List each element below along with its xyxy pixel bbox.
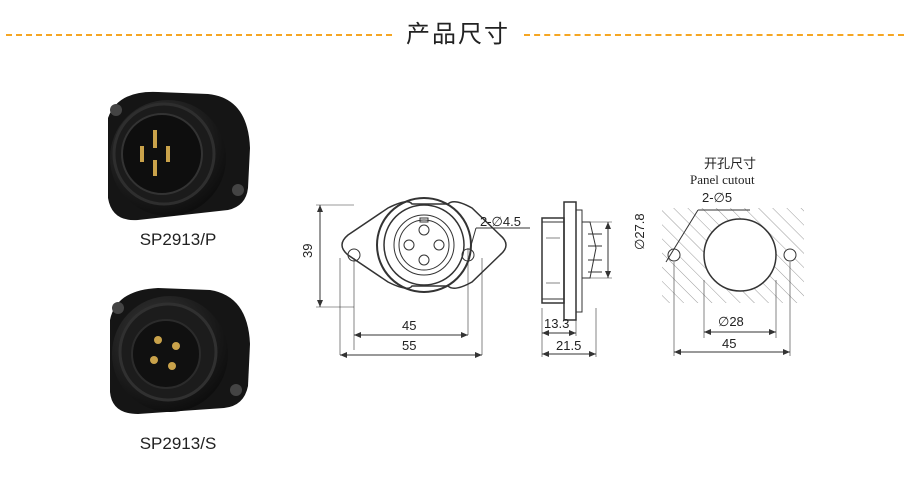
section-title: 产品尺寸 bbox=[406, 21, 510, 48]
product-image-plug bbox=[98, 88, 258, 228]
technical-drawing: 39 2-∅4.5 45 55 ∅27.8 13.3 21.5 开孔尺寸 Pan… bbox=[300, 156, 804, 358]
header-divider-right bbox=[524, 34, 904, 36]
product-label-socket: SP2913/S bbox=[139, 434, 217, 453]
product-image-socket bbox=[98, 282, 258, 422]
side-depth-total-dim: 21.5 bbox=[556, 338, 581, 353]
front-height-dim: 39 bbox=[300, 244, 315, 258]
side-depth-small-dim: 13.3 bbox=[544, 316, 569, 331]
panel-cutout-title-cn: 开孔尺寸 bbox=[704, 156, 756, 171]
front-inner-width-dim: 45 bbox=[402, 318, 416, 333]
section-header: 产品尺寸 bbox=[0, 18, 910, 52]
front-hole-callout: 2-∅4.5 bbox=[480, 214, 521, 229]
front-outer-width-dim: 55 bbox=[402, 338, 416, 353]
panel-center-diameter-dim: ∅28 bbox=[718, 314, 744, 329]
header-divider-left bbox=[6, 34, 392, 36]
panel-cutout-view bbox=[662, 208, 804, 356]
front-view bbox=[316, 197, 530, 356]
panel-width-dim: 45 bbox=[722, 336, 736, 351]
side-view bbox=[541, 201, 612, 357]
panel-cutout-title-en: Panel cutout bbox=[690, 172, 755, 187]
panel-hole-callout: 2-∅5 bbox=[702, 190, 732, 205]
product-label-plug: SP2913/P bbox=[139, 230, 217, 249]
side-diameter-dim: ∅27.8 bbox=[632, 213, 647, 250]
